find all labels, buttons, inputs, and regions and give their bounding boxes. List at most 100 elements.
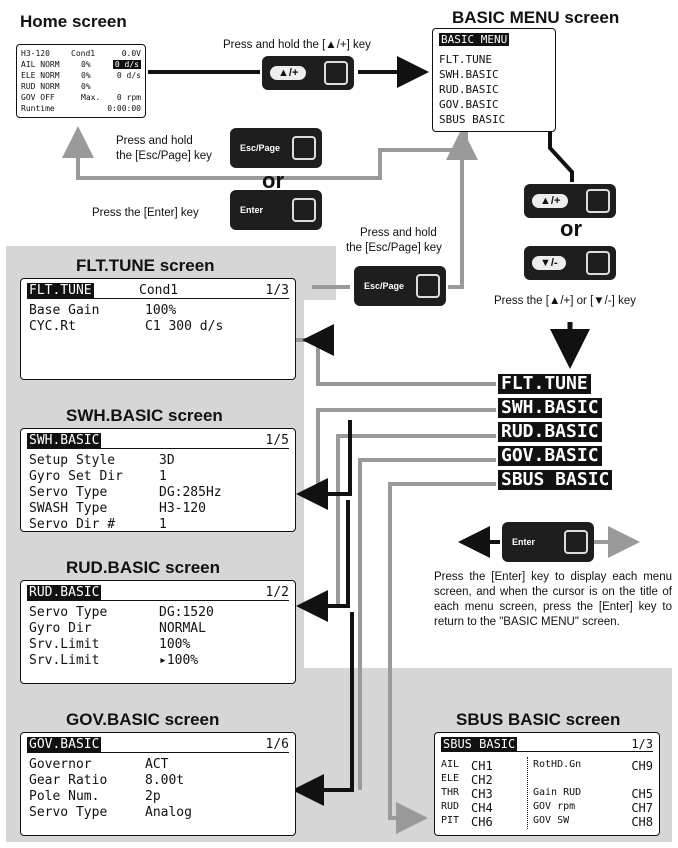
basic-menu-item[interactable]: FLT.TUNE (439, 53, 492, 66)
basic-menu-item[interactable]: GOV.BASIC (439, 98, 499, 111)
hold-esc-caption: Press and hold the [Esc/Page] key (116, 134, 212, 164)
home-cell-mid: 0% (81, 82, 91, 91)
press-enter-caption: Press the [Enter] key (92, 206, 199, 221)
up-key-right[interactable]: ▲/+ (524, 184, 616, 218)
swh-row-value: 3D (159, 453, 175, 468)
sbus-page: 1/3 (631, 737, 653, 751)
basic-menu-item[interactable]: RUD.BASIC (439, 83, 499, 96)
rud-row-value: DG:1520 (159, 605, 214, 620)
key-square (586, 251, 610, 275)
connector-to-keys (550, 130, 572, 182)
home-cell-value: 0 d/s (113, 60, 141, 69)
menu-list-item[interactable]: GOV.BASIC (498, 446, 602, 468)
rud-row-value: NORMAL (159, 621, 206, 636)
home-cell-value: 0 d/s (117, 71, 141, 80)
swh-heading: SWH.BASIC screen (66, 406, 223, 426)
home-cell-value: 0 rpm (117, 93, 141, 102)
swh-row-label: Servo Type (29, 485, 107, 500)
arrow-esc-to-menu (448, 132, 462, 287)
swh-page: 1/5 (266, 433, 289, 448)
enter-note: Press the [Enter] key to display each me… (434, 570, 672, 630)
swh-row-label: Setup Style (29, 453, 115, 468)
basic-menu-title: BASIC MENU (439, 33, 509, 46)
sbus-divider (527, 757, 528, 829)
basic-menu-item[interactable]: SBUS BASIC (439, 113, 505, 126)
connector-swh-gray (318, 410, 496, 494)
gov-row-value: Analog (145, 805, 192, 820)
gov-heading: GOV.BASIC screen (66, 710, 219, 730)
hold-esc-line1: Press and hold (116, 134, 212, 149)
rud-row-value: 100% (159, 637, 190, 652)
enter-key-label: Enter (240, 205, 263, 215)
home-cell-label: ELE NORM (21, 71, 60, 80)
arrow-to-rud (300, 500, 348, 606)
sbus-left-ch: CH4 (471, 801, 493, 815)
sbus-left-label: RUD (441, 801, 459, 812)
home-cell-label: GOV OFF (21, 93, 55, 102)
rud-page: 1/2 (266, 585, 289, 600)
rud-row-label: Srv.Limit (29, 637, 99, 652)
key-square (324, 61, 348, 85)
menu-list-item[interactable]: FLT.TUNE (498, 374, 591, 396)
rud-title: RUD.BASIC (27, 585, 101, 600)
home-cell-value: 0.0V (122, 49, 141, 58)
sbus-left-ch: CH3 (471, 787, 493, 801)
sbus-lcd: SBUS BASIC 1/3 AILCH1RotHD.GnCH9ELECH2TH… (434, 732, 660, 836)
down-key-right[interactable]: ▼/- (524, 246, 616, 280)
sbus-heading: SBUS BASIC screen (456, 710, 620, 730)
sbus-right-label: GOV rpm (533, 801, 575, 812)
swh-row-value: DG:285Hz (159, 485, 222, 500)
hold-esc-mid-line2: the [Esc/Page] key (346, 241, 442, 256)
home-heading: Home screen (20, 12, 127, 32)
up-key-label: ▲/+ (532, 194, 568, 208)
basic-menu-item[interactable]: SWH.BASIC (439, 68, 499, 81)
esc-key-label: Esc/Page (240, 143, 280, 153)
rud-row-label: Gyro Dir (29, 621, 92, 636)
flt-row-label: Base Gain (29, 303, 99, 318)
home-cell-label: AIL NORM (21, 60, 60, 69)
up-key-top[interactable]: ▲/+ (262, 56, 354, 90)
enter-key-label: Enter (512, 537, 535, 547)
basic-menu-heading: BASIC MENU screen (452, 8, 619, 28)
flt-row-label: CYC.Rt (29, 319, 76, 334)
home-cell-label: Runtime (21, 104, 55, 113)
menu-list-item[interactable]: SBUS BASIC (498, 470, 612, 492)
esc-key-top[interactable]: Esc/Page (230, 128, 322, 168)
gov-row-label: Gear Ratio (29, 773, 107, 788)
sbus-left-label: PIT (441, 815, 459, 826)
swh-row-value: 1 (159, 469, 167, 484)
connector-flt-gray (296, 340, 496, 384)
home-cell-mid: Cond1 (71, 49, 95, 58)
sbus-left-label: AIL (441, 759, 459, 770)
flt-page: 1/3 (266, 283, 289, 298)
sbus-right-ch: CH9 (631, 759, 653, 773)
flt-row-value: 100% (145, 303, 176, 318)
gov-row-label: Servo Type (29, 805, 107, 820)
home-cell-mid: 0% (81, 60, 91, 69)
esc-key-label: Esc/Page (364, 281, 404, 291)
enter-key-bottom[interactable]: Enter (502, 522, 594, 562)
menu-list-item[interactable]: RUD.BASIC (498, 422, 602, 444)
menu-list-item[interactable]: SWH.BASIC (498, 398, 602, 420)
hold-esc-mid-caption: Press and hold the [Esc/Page] key (346, 226, 442, 256)
sbus-right-label: Gain RUD (533, 787, 581, 798)
sbus-left-label: ELE (441, 773, 459, 784)
swh-lcd: SWH.BASIC 1/5 Setup Style3DGyro Set Dir1… (20, 428, 296, 532)
swh-row-label: SWASH Type (29, 501, 107, 516)
key-square (292, 198, 316, 222)
hold-up-caption: Press and hold the [▲/+] key (223, 38, 371, 53)
gov-row-label: Governor (29, 757, 92, 772)
flt-heading: FLT.TUNE screen (76, 256, 215, 276)
home-cell-mid: 0% (81, 71, 91, 80)
enter-key-top[interactable]: Enter (230, 190, 322, 230)
key-square (292, 136, 316, 160)
key-square (416, 274, 440, 298)
home-cell-mid: Max. (81, 93, 100, 102)
sbus-right-ch: CH8 (631, 815, 653, 829)
swh-title: SWH.BASIC (27, 433, 101, 448)
swh-row-label: Servo Dir # (29, 517, 115, 532)
esc-key-mid[interactable]: Esc/Page (354, 266, 446, 306)
gov-row-value: 2p (145, 789, 161, 804)
sbus-right-label: RotHD.Gn (533, 759, 581, 770)
